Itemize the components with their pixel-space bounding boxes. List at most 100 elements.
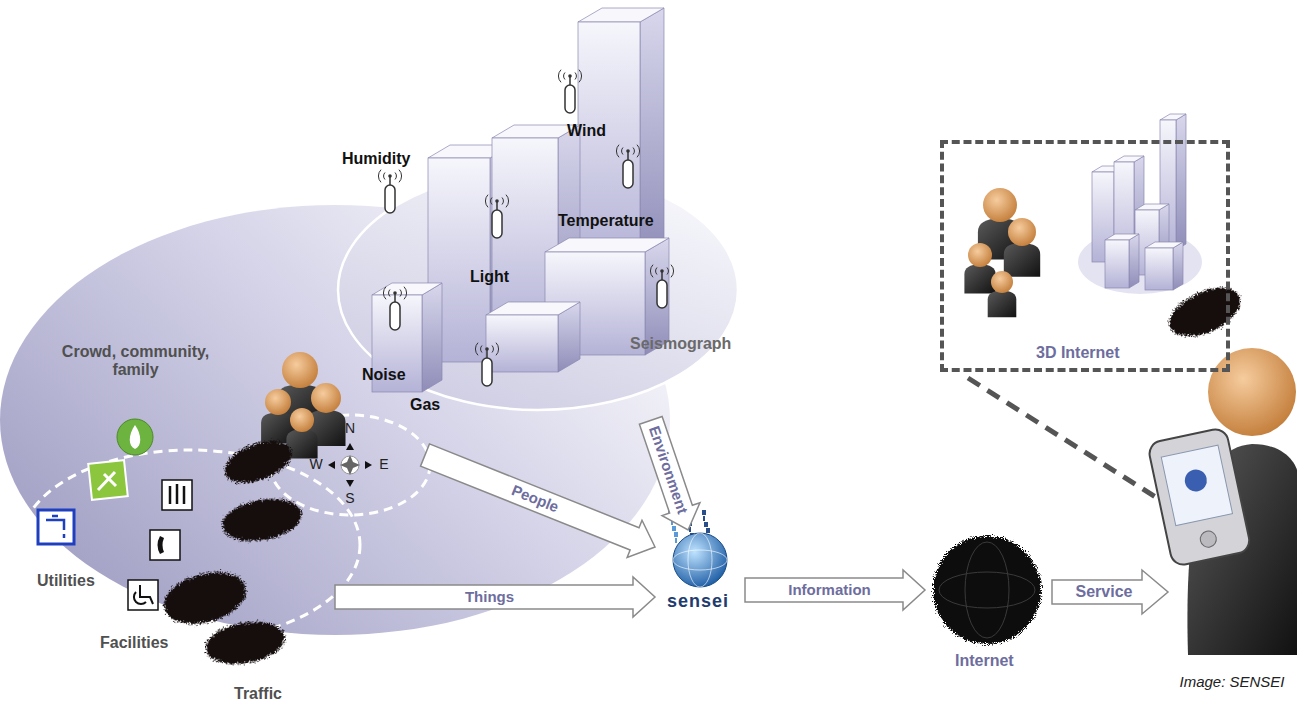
arrow-label: Environment (644, 421, 691, 519)
car-blob (219, 433, 297, 491)
phone-case (1147, 427, 1251, 567)
sensor-label: Noise (362, 366, 406, 384)
signal-wave (492, 346, 493, 353)
antenna-mast (627, 152, 629, 160)
toilet-icon (162, 480, 192, 510)
signal-wave (383, 287, 386, 300)
signal-wave (558, 70, 561, 83)
sensor-label: Wind (567, 122, 606, 140)
building (1105, 234, 1139, 288)
signal-wave (671, 265, 674, 278)
person-head (968, 243, 992, 267)
city-region (0, 205, 670, 635)
node-label: Crowd, community, family (38, 343, 233, 380)
person-head (282, 352, 318, 388)
signal-wave (564, 73, 565, 80)
sensor-label: Humidity (342, 150, 410, 168)
person-body (988, 291, 1017, 317)
antenna-body (657, 280, 667, 308)
signal-wave (378, 170, 381, 183)
antenna-tip (660, 269, 664, 273)
sensor-label: Gas (410, 396, 440, 414)
sensor-antenna (616, 145, 639, 188)
phone-icon (150, 530, 180, 560)
sensor-antenna (485, 195, 508, 238)
phone-logo (1183, 467, 1209, 493)
antenna-tip (495, 199, 499, 203)
sensor-antenna (383, 287, 406, 330)
data-bit (674, 532, 678, 537)
dashed-group-box: 3D Internet (940, 140, 1230, 372)
signal-wave (485, 195, 488, 208)
sensor-label: Temperature (558, 212, 654, 230)
compass-arrow (365, 461, 372, 469)
signal-wave (502, 198, 503, 205)
person-icon (1004, 218, 1040, 277)
block-arrow (335, 577, 655, 617)
antenna-mast (486, 350, 488, 358)
region-node: Crowd, community, family (30, 338, 425, 512)
signal-wave (384, 173, 385, 180)
node-label: 3D Internet (1036, 344, 1120, 362)
person-head (991, 271, 1013, 293)
antenna-mast (394, 294, 396, 302)
signal-wave (616, 145, 619, 158)
region-node: UtilitiesFacilities (25, 420, 335, 665)
data-bit (673, 526, 675, 531)
water-icon (38, 510, 74, 544)
person-head (311, 383, 341, 413)
signal-wave (656, 268, 657, 275)
antenna-body (565, 85, 575, 113)
data-bit (705, 522, 707, 527)
caption-label: Service (1076, 583, 1133, 601)
sensor-antenna (650, 265, 673, 308)
phone-screen (1161, 445, 1232, 526)
antenna-mast (496, 202, 498, 210)
signal-wave (650, 265, 653, 278)
electricity-icon (88, 460, 128, 500)
signal-wave (622, 148, 623, 155)
city-buildings (372, 8, 669, 392)
sensei-globe (673, 533, 727, 587)
region-node: WindHumidityTemperatureLightNoiseGasSeis… (338, 10, 745, 420)
building-side (1176, 114, 1186, 250)
internet-globe-line (965, 542, 1009, 638)
building-front (1145, 248, 1173, 290)
data-bit (704, 522, 708, 527)
signal-wave (400, 290, 401, 297)
image-credit: Image: SENSEI (1179, 674, 1284, 691)
building (486, 302, 580, 372)
caption-label: Traffic (234, 685, 282, 703)
signal-wave (575, 73, 576, 80)
building-side (1129, 234, 1139, 288)
signal-wave (496, 343, 499, 356)
sensor-label: Light (470, 268, 509, 286)
tap-symbol (46, 516, 64, 538)
antenna-body (482, 358, 492, 386)
building-front (486, 315, 558, 372)
data-bit (675, 538, 677, 543)
building-roof (1105, 234, 1139, 240)
compass-letter: S (345, 491, 354, 506)
signal-wave (395, 173, 396, 180)
building-side (1173, 242, 1183, 290)
signal-wave (579, 70, 582, 83)
building-roof (545, 238, 669, 252)
building-roof (578, 8, 664, 22)
building-roof (486, 302, 580, 315)
building-roof (492, 125, 580, 138)
sensor-antenna (558, 70, 581, 113)
antenna-mast (389, 177, 391, 185)
arrow-label: Things (462, 589, 517, 606)
car-blob (202, 616, 288, 669)
car-blob (158, 564, 252, 632)
dashed-link (968, 378, 1168, 505)
gas-icon (117, 419, 153, 455)
compass-star (340, 455, 360, 475)
phone-symbol (158, 536, 165, 554)
compass-arrow (328, 461, 335, 469)
phone-device (1147, 427, 1251, 567)
building-roof (1160, 114, 1186, 120)
data-bit (672, 526, 676, 531)
utilities-ring (20, 450, 360, 640)
